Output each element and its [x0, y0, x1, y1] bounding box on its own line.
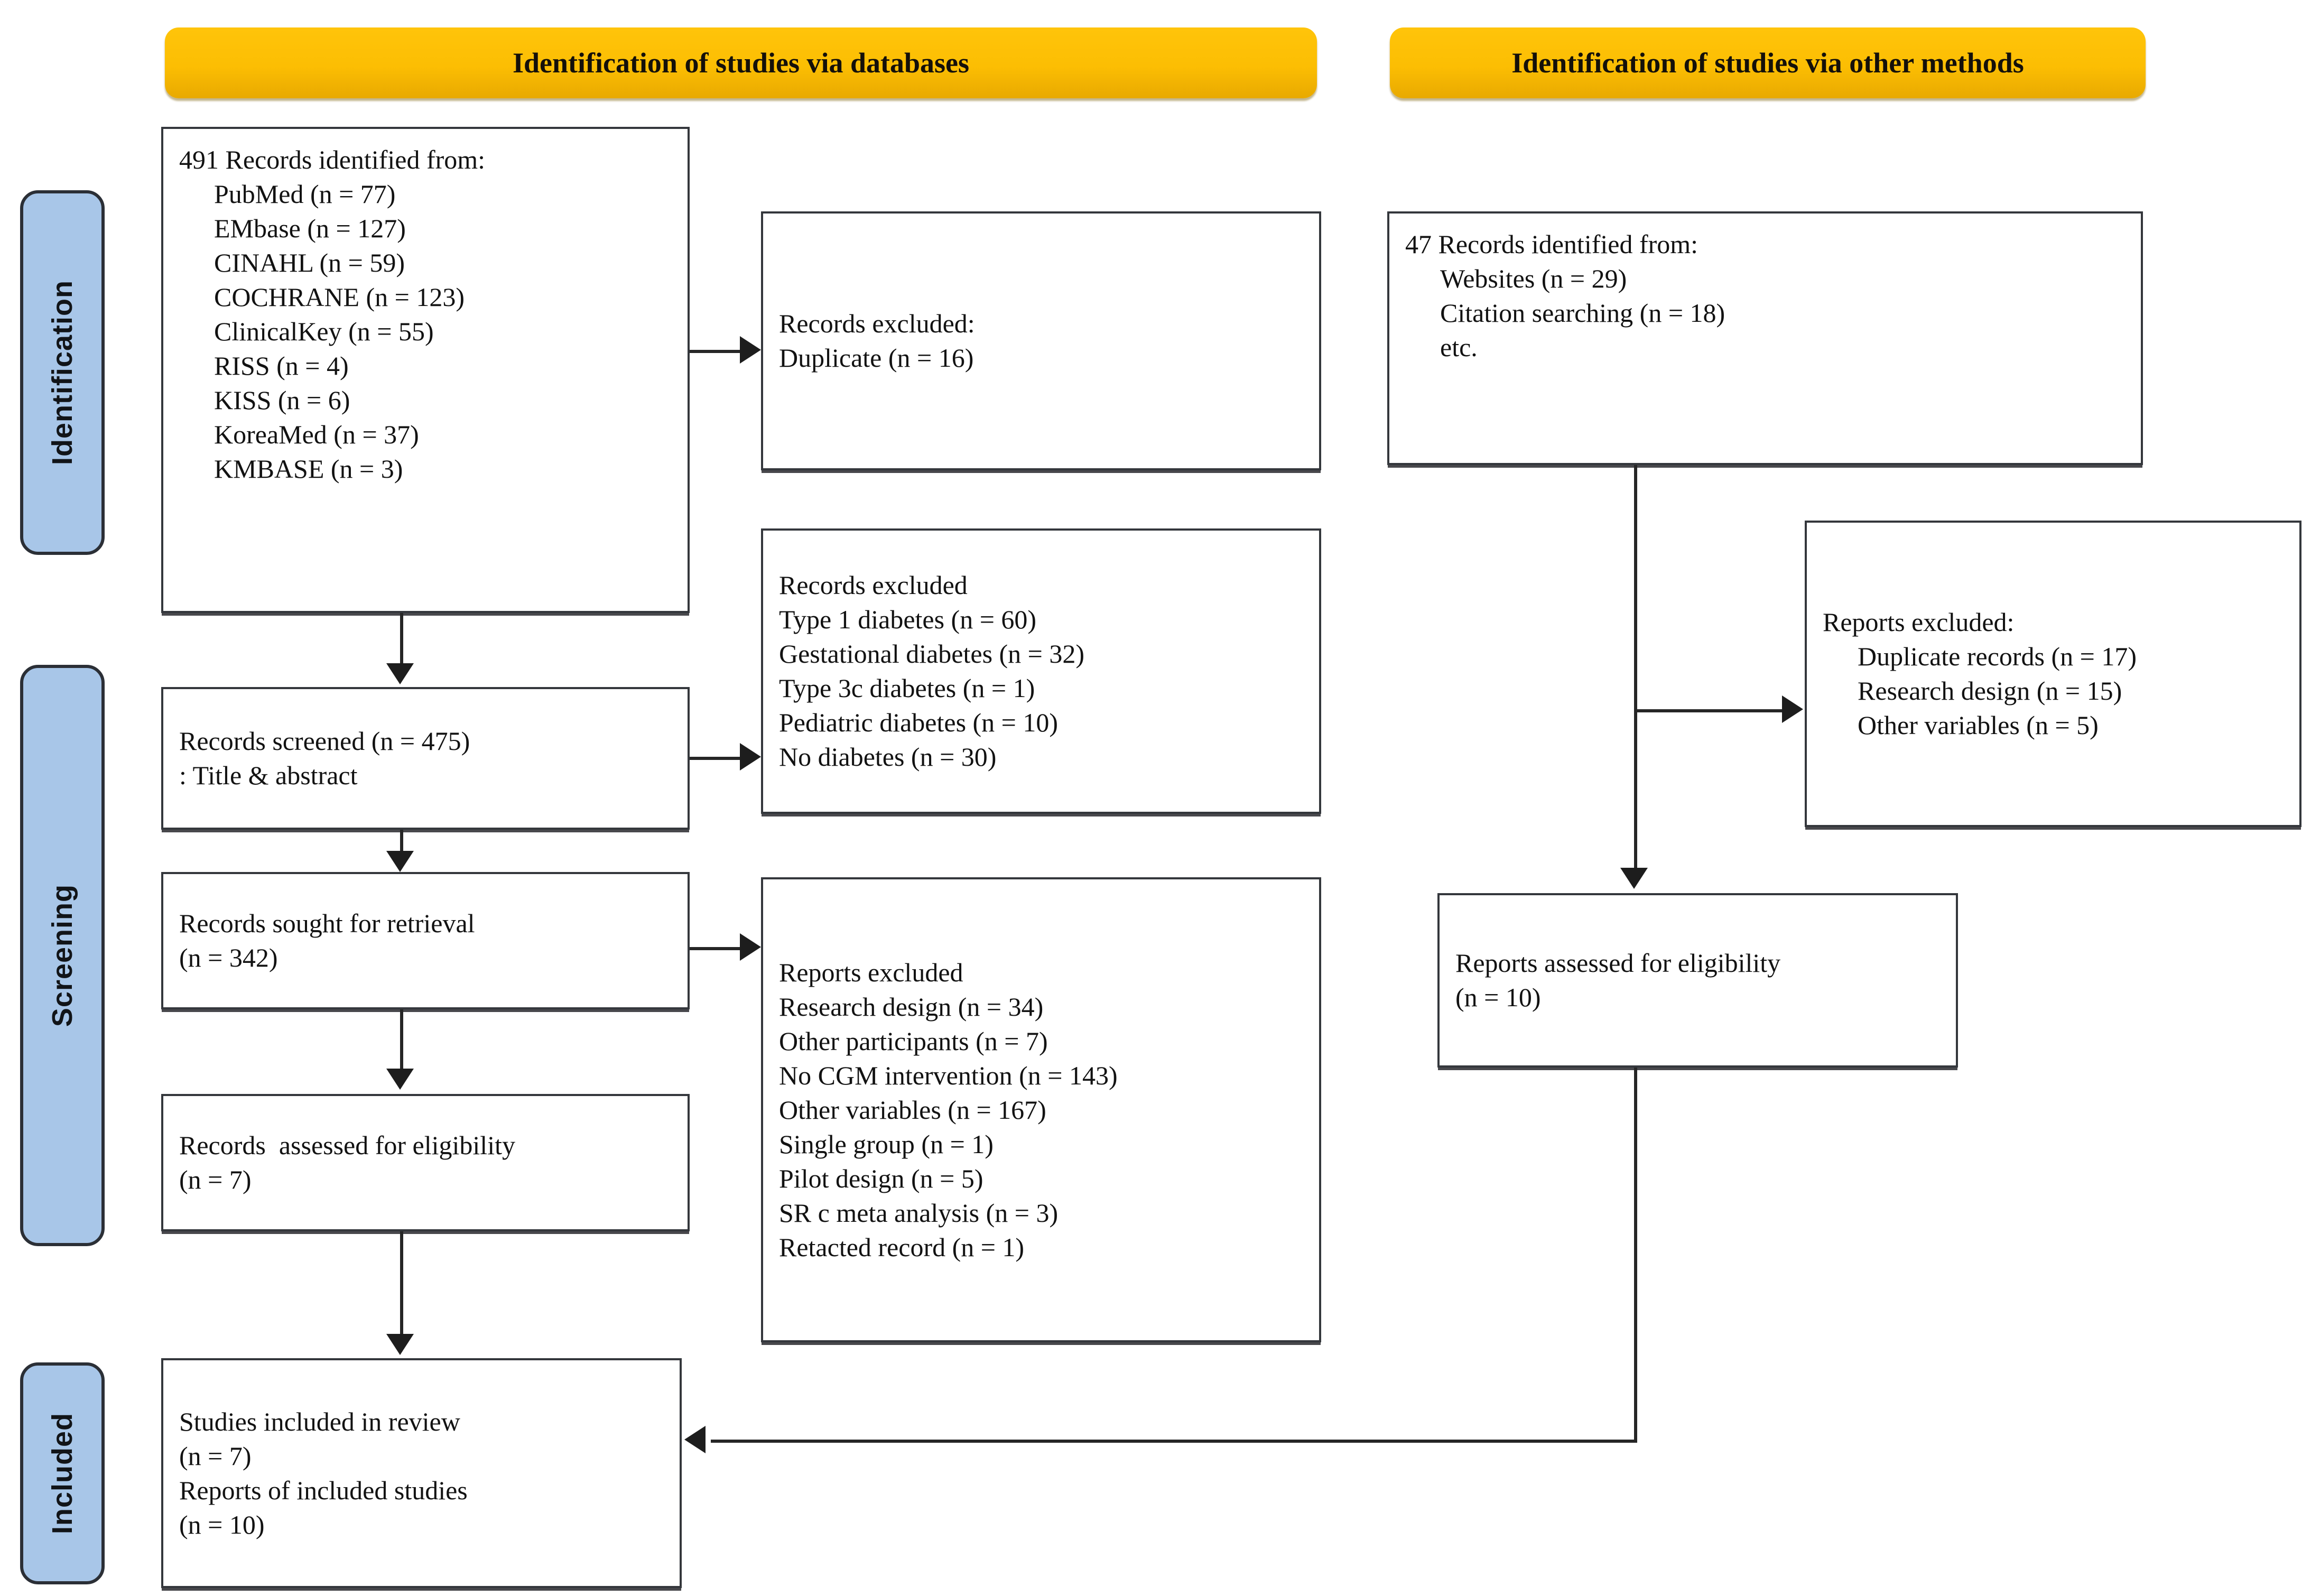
source-etc: etc.	[1440, 332, 1478, 362]
box-records-identified-databases: 491 Records identified from: PubMed (n =…	[161, 127, 690, 613]
records-assessed-count: (n = 7)	[179, 1165, 252, 1194]
box-reports-excluded-other-methods: Reports excluded: Duplicate records (n =…	[1805, 521, 2301, 827]
other-excluded-research-design: Research design (n = 15)	[1858, 676, 2122, 706]
connector-assessed-to-included	[400, 1231, 403, 1334]
arrowhead-identified-to-duplicates	[740, 336, 761, 364]
studies-included-count: (n = 7)	[179, 1441, 252, 1471]
connector-sought-to-assessed	[400, 1009, 403, 1070]
excluded-pediatric-diabetes: Pediatric diabetes (n = 10)	[779, 708, 1059, 737]
reports-excluded-heading: Reports excluded	[779, 957, 963, 987]
arrowhead-reports-assessed-to-included	[684, 1426, 706, 1453]
box-reports-excluded-databases: Reports excluded Research design (n = 34…	[761, 877, 1321, 1342]
duplicates-excluded-item-duplicate: Duplicate (n = 16)	[779, 343, 974, 373]
phase-ribbon-identification: Identification	[20, 190, 105, 555]
records-sought-count: (n = 342)	[179, 943, 278, 972]
arrowhead-assessed-to-included	[386, 1334, 414, 1355]
source-embase: EMbase (n = 127)	[214, 214, 406, 243]
phase-ribbon-included: Included	[20, 1362, 105, 1584]
arrowhead-sought-to-assessed	[386, 1069, 414, 1090]
excluded-type1-diabetes: Type 1 diabetes (n = 60)	[779, 605, 1037, 634]
records-assessed-label: Records assessed for eligibility	[179, 1130, 515, 1160]
connector-screened-to-excluded	[690, 757, 743, 760]
other-excluded-duplicate-records: Duplicate records (n = 17)	[1858, 642, 2137, 671]
source-koreamed: KoreaMed (n = 37)	[214, 420, 419, 449]
box-studies-included: Studies included in review (n = 7) Repor…	[161, 1358, 682, 1588]
records-screened-count: Records screened (n = 475)	[179, 726, 470, 756]
box-records-screened: Records screened (n = 475) : Title & abs…	[161, 687, 690, 830]
banner-other-methods: Identification of studies via other meth…	[1390, 27, 2146, 98]
excluded-gestational-diabetes: Gestational diabetes (n = 32)	[779, 639, 1085, 669]
box-records-excluded-criteria: Records excluded Type 1 diabetes (n = 60…	[761, 528, 1321, 814]
source-pubmed: PubMed (n = 77)	[214, 179, 396, 209]
banner-databases-label: Identification of studies via databases	[512, 47, 970, 79]
source-cinahl: CINAHL (n = 59)	[214, 248, 405, 277]
records-screened-method: : Title & abstract	[179, 760, 358, 790]
reports-included-count: (n = 10)	[179, 1509, 265, 1539]
connector-sought-to-reports-excluded	[690, 947, 743, 950]
connector-other-branch-to-reports-excluded	[1634, 709, 1785, 712]
excluded-type3c-diabetes: Type 3c diabetes (n = 1)	[779, 673, 1035, 703]
connector-reports-assessed-down	[1634, 1068, 1637, 1443]
source-clinicalkey: ClinicalKey (n = 55)	[214, 317, 434, 346]
reports-assessed-count: (n = 10)	[1455, 982, 1541, 1012]
records-identified-heading: 491 Records identified from:	[179, 145, 486, 174]
other-identified-heading: 47 Records identified from:	[1405, 229, 1699, 259]
records-sought-label: Records sought for retrieval	[179, 908, 475, 938]
connector-screened-to-sought	[400, 830, 403, 853]
reports-assessed-label: Reports assessed for eligibility	[1455, 948, 1781, 978]
reports-excluded-sr-meta-analysis: SR c meta analysis (n = 3)	[779, 1198, 1059, 1228]
reports-excluded-pilot-design: Pilot design (n = 5)	[779, 1163, 983, 1193]
reports-excluded-no-cgm: No CGM intervention (n = 143)	[779, 1060, 1118, 1090]
arrowhead-other-identified-to-assessed	[1620, 868, 1648, 889]
arrowhead-screened-to-excluded	[740, 743, 761, 771]
box-records-sought-for-retrieval: Records sought for retrieval (n = 342)	[161, 872, 690, 1009]
arrowhead-identified-to-screened	[386, 663, 414, 684]
arrowhead-sought-to-reports-excluded	[740, 933, 761, 961]
source-kiss: KISS (n = 6)	[214, 385, 350, 415]
source-citation-searching: Citation searching (n = 18)	[1440, 298, 1725, 328]
other-reports-excluded-heading: Reports excluded:	[1823, 607, 2015, 637]
box-records-identified-other-methods: 47 Records identified from: Websites (n …	[1387, 211, 2143, 465]
connector-reports-assessed-to-included	[711, 1440, 1637, 1443]
connector-identified-to-screened	[400, 613, 403, 666]
reports-excluded-other-participants: Other participants (n = 7)	[779, 1026, 1048, 1056]
records-excluded-heading: Records excluded	[779, 570, 968, 600]
excluded-no-diabetes: No diabetes (n = 30)	[779, 742, 997, 772]
connector-identified-to-duplicates	[690, 350, 743, 353]
box-reports-assessed-eligibility: Reports assessed for eligibility (n = 10…	[1437, 893, 1958, 1068]
reports-excluded-retracted-record: Retacted record (n = 1)	[779, 1232, 1025, 1262]
reports-excluded-research-design: Research design (n = 34)	[779, 991, 1044, 1022]
phase-label-included: Included	[47, 1412, 78, 1534]
reports-excluded-other-variables: Other variables (n = 167)	[779, 1094, 1046, 1125]
phase-ribbon-screening: Screening	[20, 665, 105, 1246]
banner-databases: Identification of studies via databases	[165, 27, 1317, 98]
box-duplicates-excluded: Records excluded: Duplicate (n = 16)	[761, 211, 1321, 470]
reports-excluded-single-group: Single group (n = 1)	[779, 1129, 994, 1159]
other-excluded-other-variables: Other variables (n = 5)	[1858, 710, 2099, 740]
banner-other-methods-label: Identification of studies via other meth…	[1511, 47, 2024, 79]
connector-other-identified-to-assessed	[1634, 465, 1637, 869]
source-cochrane: COCHRANE (n = 123)	[214, 282, 465, 312]
reports-included-label: Reports of included studies	[179, 1475, 468, 1505]
arrowhead-screened-to-sought	[386, 851, 414, 872]
source-websites: Websites (n = 29)	[1440, 264, 1627, 293]
box-records-assessed-eligibility: Records assessed for eligibility (n = 7)	[161, 1094, 690, 1231]
phase-label-identification: Identification	[47, 280, 78, 465]
source-riss: RISS (n = 4)	[214, 351, 349, 381]
source-kmbase: KMBASE (n = 3)	[214, 454, 403, 484]
studies-included-label: Studies included in review	[179, 1406, 460, 1436]
phase-label-screening: Screening	[47, 884, 78, 1027]
duplicates-excluded-heading: Records excluded:	[779, 309, 975, 338]
arrowhead-other-branch-to-reports-excluded	[1782, 695, 1803, 723]
